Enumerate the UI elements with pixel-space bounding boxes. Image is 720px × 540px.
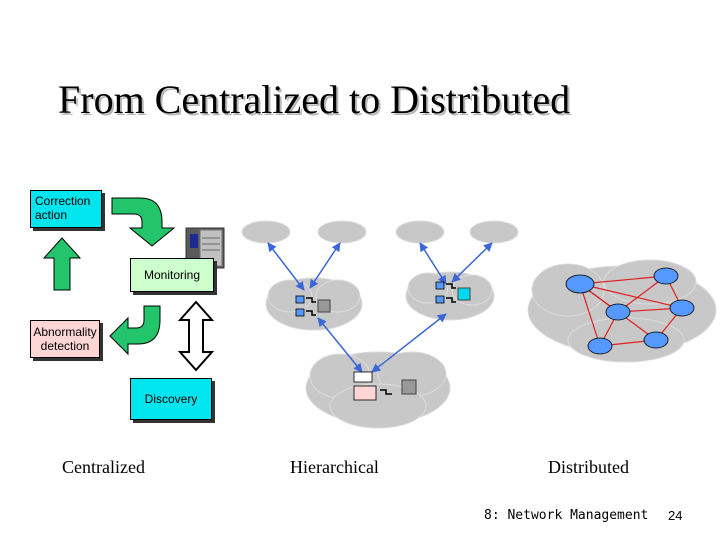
caption-hierarchical: Hierarchical (290, 457, 379, 477)
caption-distributed: Distributed (548, 457, 629, 477)
discovery-box: Discovery (130, 378, 212, 420)
top-cloud-3 (395, 220, 445, 244)
link-bottom-left (317, 317, 363, 373)
link-right-1 (419, 242, 447, 285)
curved-arrow-to-monitor (111, 197, 176, 247)
page-number: 24 (668, 508, 683, 523)
manager-icon-right (435, 281, 471, 304)
slide-title: From Centralized to Distributed (58, 77, 571, 122)
top-cloud-2 (317, 220, 367, 244)
curved-arrow-to-abnormality (109, 305, 161, 356)
bottom-cloud (305, 351, 451, 429)
abnormality-detection-box: Abnormality detection (30, 320, 100, 358)
link-right-2 (451, 242, 493, 283)
link-left-1 (267, 242, 305, 291)
mesh-node-icons (565, 267, 695, 355)
double-arrow-discovery (177, 300, 215, 372)
manager-icon-left (295, 295, 331, 317)
top-cloud-4 (469, 220, 519, 244)
top-cloud-1 (241, 220, 291, 244)
footer-course-label: 8: Network Management (484, 508, 649, 523)
manager-icon-bottom (353, 371, 417, 401)
correction-action-box: Correction action (30, 190, 102, 228)
mid-cloud-left (265, 277, 363, 331)
caption-centralized: Centralized (62, 457, 145, 477)
up-arrow-to-correction (42, 237, 82, 291)
link-bottom-right (371, 313, 447, 373)
link-left-2 (309, 242, 341, 289)
monitoring-box: Monitoring (130, 258, 214, 292)
mid-cloud-right (405, 271, 495, 321)
